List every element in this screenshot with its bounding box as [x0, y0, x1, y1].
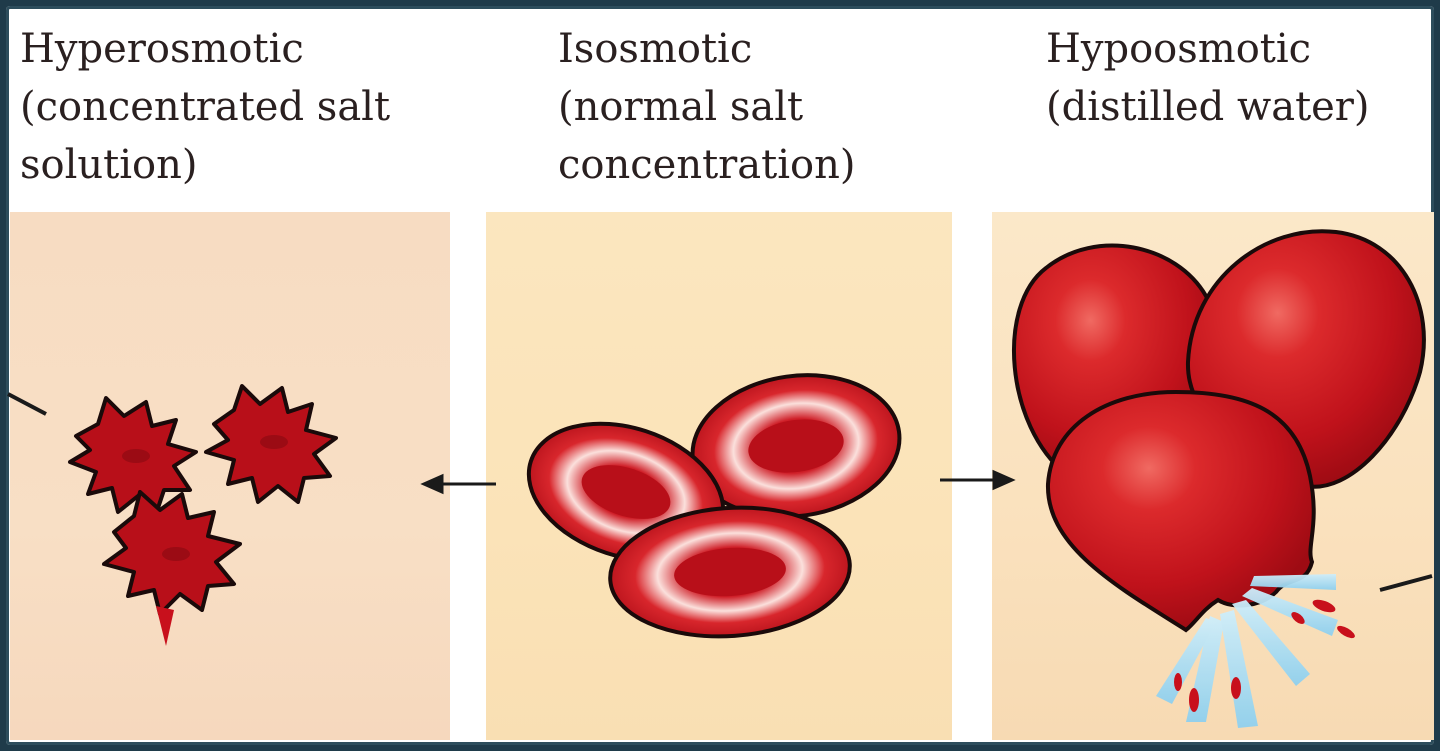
diagram-frame: Hyperosmotic (concentrated salt solution…: [6, 6, 1434, 745]
arrow-to-hyperosmotic: [420, 473, 496, 495]
heading-hyperosmotic: Hyperosmotic (concentrated salt solution…: [20, 26, 391, 188]
arrow-to-hypoosmotic: [940, 469, 1016, 491]
swollen-cell-bursting: [1045, 389, 1316, 633]
normal-cells: [526, 373, 902, 639]
heading-hypoosmotic: Hypoosmotic (distilled water): [1046, 26, 1370, 130]
blood-droplets: [1174, 599, 1355, 712]
crenated-cells: [68, 384, 338, 646]
right-pointer-line: [1379, 574, 1433, 592]
heading-isosmotic: Isosmotic (normal salt concentration): [558, 26, 856, 188]
swollen-cells: [1012, 229, 1426, 633]
cells-illustration: [7, 229, 1433, 728]
normal-cell-front: [608, 505, 852, 639]
left-pointer-line: [7, 392, 47, 416]
